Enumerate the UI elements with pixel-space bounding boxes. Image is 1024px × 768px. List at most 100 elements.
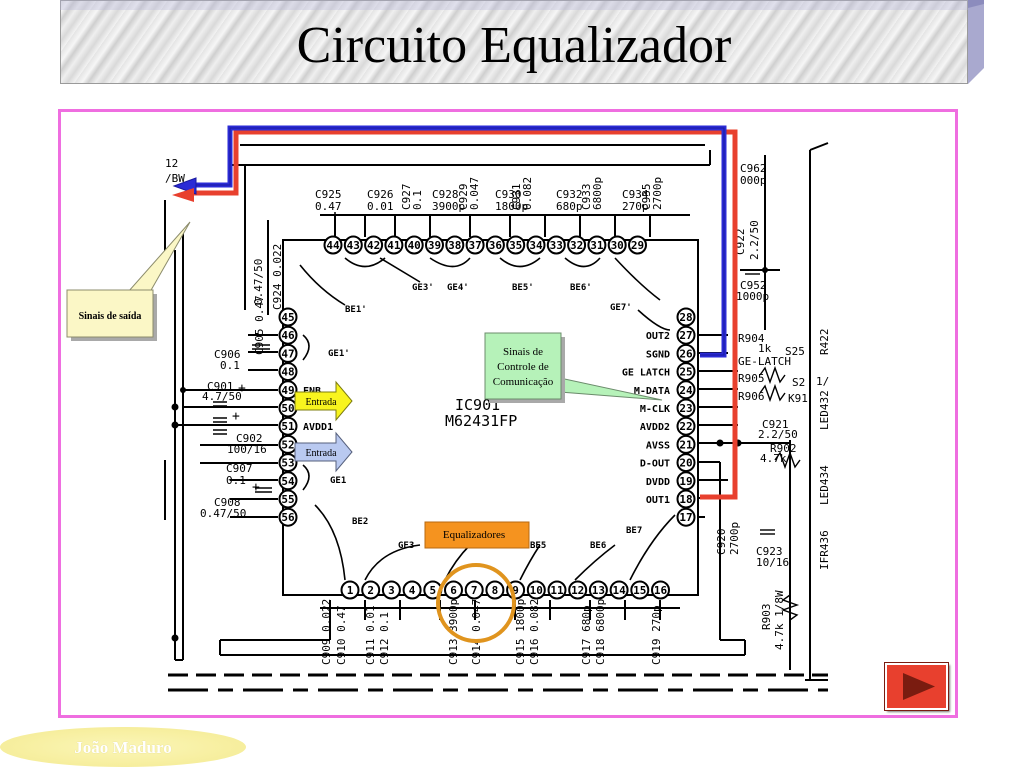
svg-text:+: + xyxy=(232,409,240,424)
label-c920: C920 xyxy=(715,529,728,556)
entrada-arrow-2 xyxy=(294,431,353,473)
top-cap-value: 0.082 xyxy=(521,177,534,210)
ic-pin-number: 7 xyxy=(471,584,478,597)
bottom-cap-value: 680p xyxy=(580,605,593,632)
label-c901-value: 4.7/50 xyxy=(202,390,242,403)
entrada-label-1: Entrada xyxy=(305,397,337,408)
svg-text:+: + xyxy=(238,381,246,396)
label-k91: K91 xyxy=(788,392,808,405)
ic-pin-number: 46 xyxy=(281,329,295,342)
page-title: Circuito Equalizador xyxy=(296,17,732,74)
filter-block-label: BE6' xyxy=(570,283,592,293)
ic-pin-17 xyxy=(676,507,696,527)
equalizadores-text: Equalizadores xyxy=(443,529,505,541)
ic-pin-24 xyxy=(676,380,696,400)
title-banner-face xyxy=(60,0,968,84)
bottom-cap-value: 1800p xyxy=(514,599,527,632)
ic-pin-number: 30 xyxy=(611,239,624,252)
ic-pin-number: 12 xyxy=(571,584,584,597)
top-cap-ref: C927 xyxy=(400,184,413,211)
ic-pin-number: 49 xyxy=(281,384,294,397)
bottom-cap-label: C911 0.01 xyxy=(364,605,377,665)
ic-pin-21 xyxy=(676,434,696,454)
ic-pin-number: 5 xyxy=(429,584,436,597)
author-name: João Maduro xyxy=(74,738,172,757)
label-c921: C921 xyxy=(762,418,789,431)
ic-pin-number: 37 xyxy=(468,239,481,252)
bottom-cap-label: C914 0.047 xyxy=(470,599,483,665)
ic-pin-number: 56 xyxy=(281,511,295,524)
ic-pin-13 xyxy=(588,580,608,600)
label-be1-prime: BE1' xyxy=(345,305,367,315)
bottom-cap-value: 270p xyxy=(650,605,663,632)
filter-block-label: GE4' xyxy=(447,283,469,293)
ic-pin-29 xyxy=(628,235,647,255)
ic-pin-31 xyxy=(587,235,607,255)
svg-text:+: + xyxy=(252,480,260,495)
ic-left-pin-name: AVDD1 xyxy=(303,422,333,433)
label-c923: C923 xyxy=(756,545,783,558)
entrada-arrow-1 xyxy=(294,380,353,422)
bottom-cap-ref: C918 xyxy=(594,639,607,666)
bottom-cap-ref: C913 xyxy=(447,639,460,666)
label-c952-value: 1000p xyxy=(736,290,769,303)
bottom-cap-value: 0.082 xyxy=(528,599,541,632)
sinais-saida-text: Sinais de saída xyxy=(79,311,142,322)
label-c920-value: 2700p xyxy=(728,522,741,555)
ic-pin-15 xyxy=(630,580,650,600)
label-r905: R905 xyxy=(738,372,765,385)
filter-block-label: BE6 xyxy=(590,541,606,551)
top-cap-value: 680p xyxy=(556,200,583,213)
top-cap-ref: C926 xyxy=(367,188,394,201)
bottom-cap-ref: C917 xyxy=(580,639,593,666)
ic-pin-number: 27 xyxy=(679,329,692,342)
top-cap-value: 1800p xyxy=(495,200,528,213)
ic-pin-number: 1 xyxy=(347,584,354,597)
label-c908-value: 0.47/50 xyxy=(200,507,246,520)
ic-pin-number: 25 xyxy=(679,366,692,379)
ic-pin-42 xyxy=(364,235,384,255)
ic-pin-number: 38 xyxy=(448,239,461,252)
sinais-controle-text-2: Controle de xyxy=(497,361,549,373)
ic-pin-number: 17 xyxy=(679,511,692,524)
ic-pin-16 xyxy=(651,580,670,600)
top-cap-value: 2700p xyxy=(651,177,664,210)
label-r903: R903 xyxy=(760,604,773,631)
label-r904-value: 1k xyxy=(758,342,772,355)
top-cap-value: 270p xyxy=(622,200,649,213)
ic-pin-11 xyxy=(547,580,567,600)
ic-pin-number: 43 xyxy=(347,239,360,252)
bottom-cap-label: C919 270p xyxy=(650,605,663,665)
label-c921-value: 2.2/50 xyxy=(758,428,798,441)
ic-pin-number: 36 xyxy=(489,239,503,252)
top-cap-ref: C934 xyxy=(622,188,649,201)
sinais-controle-box xyxy=(484,332,562,400)
ic-pin-number: 52 xyxy=(281,438,294,451)
label-ge1-prime: GE1' xyxy=(328,349,350,359)
ic-pin-number: 24 xyxy=(679,384,693,397)
ic-pin-20 xyxy=(676,453,696,473)
label-r903-value: 4.7k 1/8W xyxy=(773,590,786,650)
label-c906-value: 0.1 xyxy=(220,359,240,372)
bottom-cap-value: 0.047 xyxy=(470,599,483,632)
ic-pin-3 xyxy=(381,580,401,600)
right-component-labels: C962 000p C922 2.2/50 C952 1000p R904 1k… xyxy=(715,162,831,650)
bottom-cap-value: 3900p xyxy=(447,599,460,632)
ic-pin-40 xyxy=(404,235,424,255)
bottom-cap-value: 0.022 xyxy=(320,599,333,632)
label-c907: C907 xyxy=(226,462,253,475)
ic-right-pin-name: AVDD2 xyxy=(640,422,670,433)
ic-pin-44 xyxy=(323,235,343,255)
bottom-cap-ref: C911 xyxy=(364,639,377,666)
ic-right-pin-name: AVSS xyxy=(646,440,670,451)
next-slide-button[interactable] xyxy=(885,663,948,710)
label-c908: C908 xyxy=(214,496,241,509)
label-c906: C906 xyxy=(214,348,241,361)
ic-pin-7 xyxy=(464,580,484,600)
ic-pin-56 xyxy=(278,507,298,527)
bottom-cap-ref: C915 xyxy=(514,639,527,666)
